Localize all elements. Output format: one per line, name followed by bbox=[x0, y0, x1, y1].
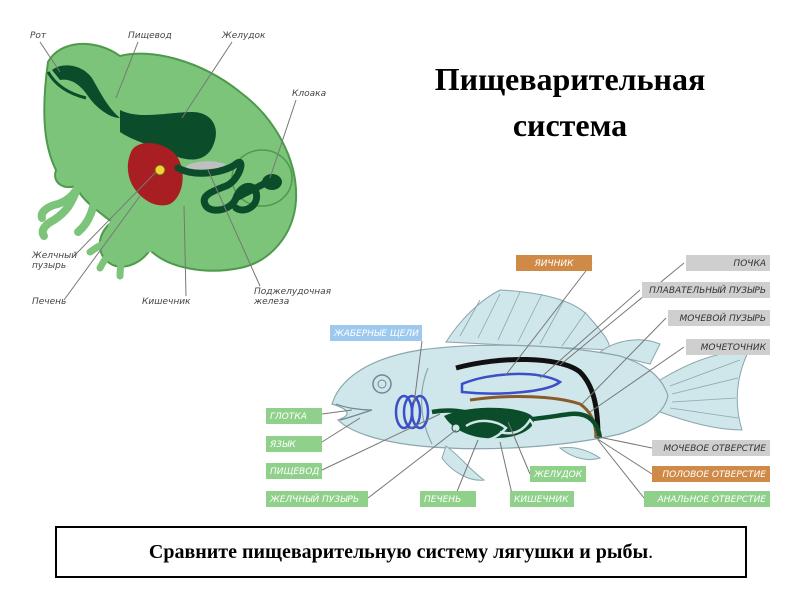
fish-dorsal-fin bbox=[445, 289, 611, 351]
fish-label-intestine: КИШЕЧНИК bbox=[514, 495, 569, 505]
fish-label-gallbladder: ЖЕЛЧНЫЙ ПУЗЫРЬ bbox=[269, 493, 359, 505]
frog-label-pancreas-1: Поджелудочная bbox=[254, 287, 332, 297]
fish-label-liver-tag: ПЕЧЕНЬ bbox=[420, 491, 476, 507]
fish-label-gill-slits-tag: ЖАБЕРНЫЕ ЩЕЛИ bbox=[330, 325, 422, 341]
title-line-1: Пищеварительная bbox=[434, 61, 706, 97]
fish-gills bbox=[394, 394, 430, 430]
frog-label-mouth: Рот bbox=[30, 31, 47, 41]
frog-stomach bbox=[120, 110, 216, 160]
fish-label-urinary-bladder-tag: МОЧЕВОЙ ПУЗЫРЬ bbox=[668, 310, 770, 326]
fish-gallbladder bbox=[451, 423, 461, 433]
fish-label-ovary-tag: ЯИЧНИК bbox=[516, 255, 592, 271]
frog-label-pancreas-2: железа bbox=[253, 297, 289, 307]
fish-label-pharynx-tag: ГЛОТКА bbox=[266, 408, 322, 424]
frog-label-gallbladder-2: пузырь bbox=[32, 261, 66, 271]
fish-label-kidney: ПОЧКА bbox=[733, 259, 766, 269]
fish-label-intestine-tag: КИШЕЧНИК bbox=[510, 491, 574, 507]
fish-label-genital-opening: ПОЛОВОЕ ОТВЕРСТИЕ bbox=[662, 470, 766, 480]
fish-label-urinary-bladder: МОЧЕВОЙ ПУЗЫРЬ bbox=[679, 312, 766, 324]
fish-eye bbox=[372, 374, 392, 394]
question-end: . bbox=[648, 540, 654, 563]
fish-label-urinary-opening-tag: МОЧЕВОЕ ОТВЕРСТИЕ bbox=[652, 440, 770, 456]
frog-label-cloaca: Клоака bbox=[292, 89, 326, 99]
frog-gallbladder bbox=[154, 164, 166, 176]
frog-mouth-esophagus bbox=[52, 65, 120, 118]
fish-label-anal-opening-tag: АНАЛЬНОЕ ОТВЕРСТИЕ bbox=[644, 491, 770, 507]
fish-label-swim-bladder-tag: ПЛАВАТЕЛЬНЫЙ ПУЗЫРЬ bbox=[642, 282, 770, 298]
fish-swim-bladder bbox=[460, 372, 563, 395]
fish-kidney bbox=[455, 357, 601, 439]
title-line-2: система bbox=[512, 107, 628, 143]
fish-label-gallbladder-tag: ЖЕЛЧНЫЙ ПУЗЫРЬ bbox=[266, 491, 368, 507]
question-text: Сравните пищеварительную систему лягушки… bbox=[148, 540, 649, 563]
frog-label-gallbladder-1: Желчный bbox=[31, 251, 77, 261]
frog-pancreas bbox=[186, 161, 226, 172]
frog-label-liver: Печень bbox=[32, 297, 66, 307]
fish-label-gill-slits: ЖАБЕРНЫЕ ЩЕЛИ bbox=[333, 329, 419, 339]
question-box: Сравните пищеварительную систему лягушки… bbox=[55, 526, 747, 578]
fish-label-swim-bladder: ПЛАВАТЕЛЬНЫЙ ПУЗЫРЬ bbox=[649, 284, 766, 296]
frog-label-intestine: Кишечник bbox=[142, 297, 191, 307]
fish-label-ureter: МОЧЕТОЧНИК bbox=[701, 343, 767, 353]
fish-label-urinary-opening: МОЧЕВОЕ ОТВЕРСТИЕ bbox=[663, 444, 766, 454]
frog-diagram: Рот Пищевод Желудок Клоака Желчный пузыр… bbox=[30, 31, 332, 307]
page-title: Пищеварительная система bbox=[360, 56, 780, 148]
fish-label-liver: ПЕЧЕНЬ bbox=[424, 495, 461, 505]
frog-liver bbox=[127, 143, 183, 206]
frog-label-esophagus: Пищевод bbox=[128, 31, 172, 41]
fish-diagram: ЯИЧНИК ПОЧКА ПЛАВАТЕЛЬНЫЙ ПУЗЫРЬ МОЧЕВОЙ… bbox=[266, 255, 770, 507]
fish-label-anal-opening: АНАЛЬНОЕ ОТВЕРСТИЕ bbox=[657, 495, 767, 505]
fish-label-pharynx: ГЛОТКА bbox=[270, 412, 307, 422]
fish-label-kidney-tag: ПОЧКА bbox=[686, 255, 770, 271]
fish-intestine bbox=[465, 417, 536, 446]
fish-label-ureter-tag: МОЧЕТОЧНИК bbox=[686, 339, 770, 355]
fish-label-genital-opening-tag: ПОЛОВОЕ ОТВЕРСТИЕ bbox=[652, 466, 770, 482]
fish-label-esophagus-tag: ПИЩЕВОД bbox=[266, 463, 322, 479]
fish-label-tongue-tag: ЯЗЫК bbox=[266, 436, 322, 452]
frog-label-stomach: Желудок bbox=[221, 31, 266, 41]
fish-tail bbox=[659, 351, 749, 431]
fish-label-ovary: ЯИЧНИК bbox=[533, 259, 574, 269]
fish-label-esophagus: ПИЩЕВОД bbox=[270, 467, 319, 477]
frog-intestine bbox=[174, 158, 261, 214]
fish-label-stomach-tag: ЖЕЛУДОК bbox=[530, 466, 586, 482]
frog-cloaca bbox=[262, 174, 282, 190]
fish-label-tongue: ЯЗЫК bbox=[269, 440, 296, 450]
fish-label-stomach: ЖЕЛУДОК bbox=[533, 470, 583, 480]
